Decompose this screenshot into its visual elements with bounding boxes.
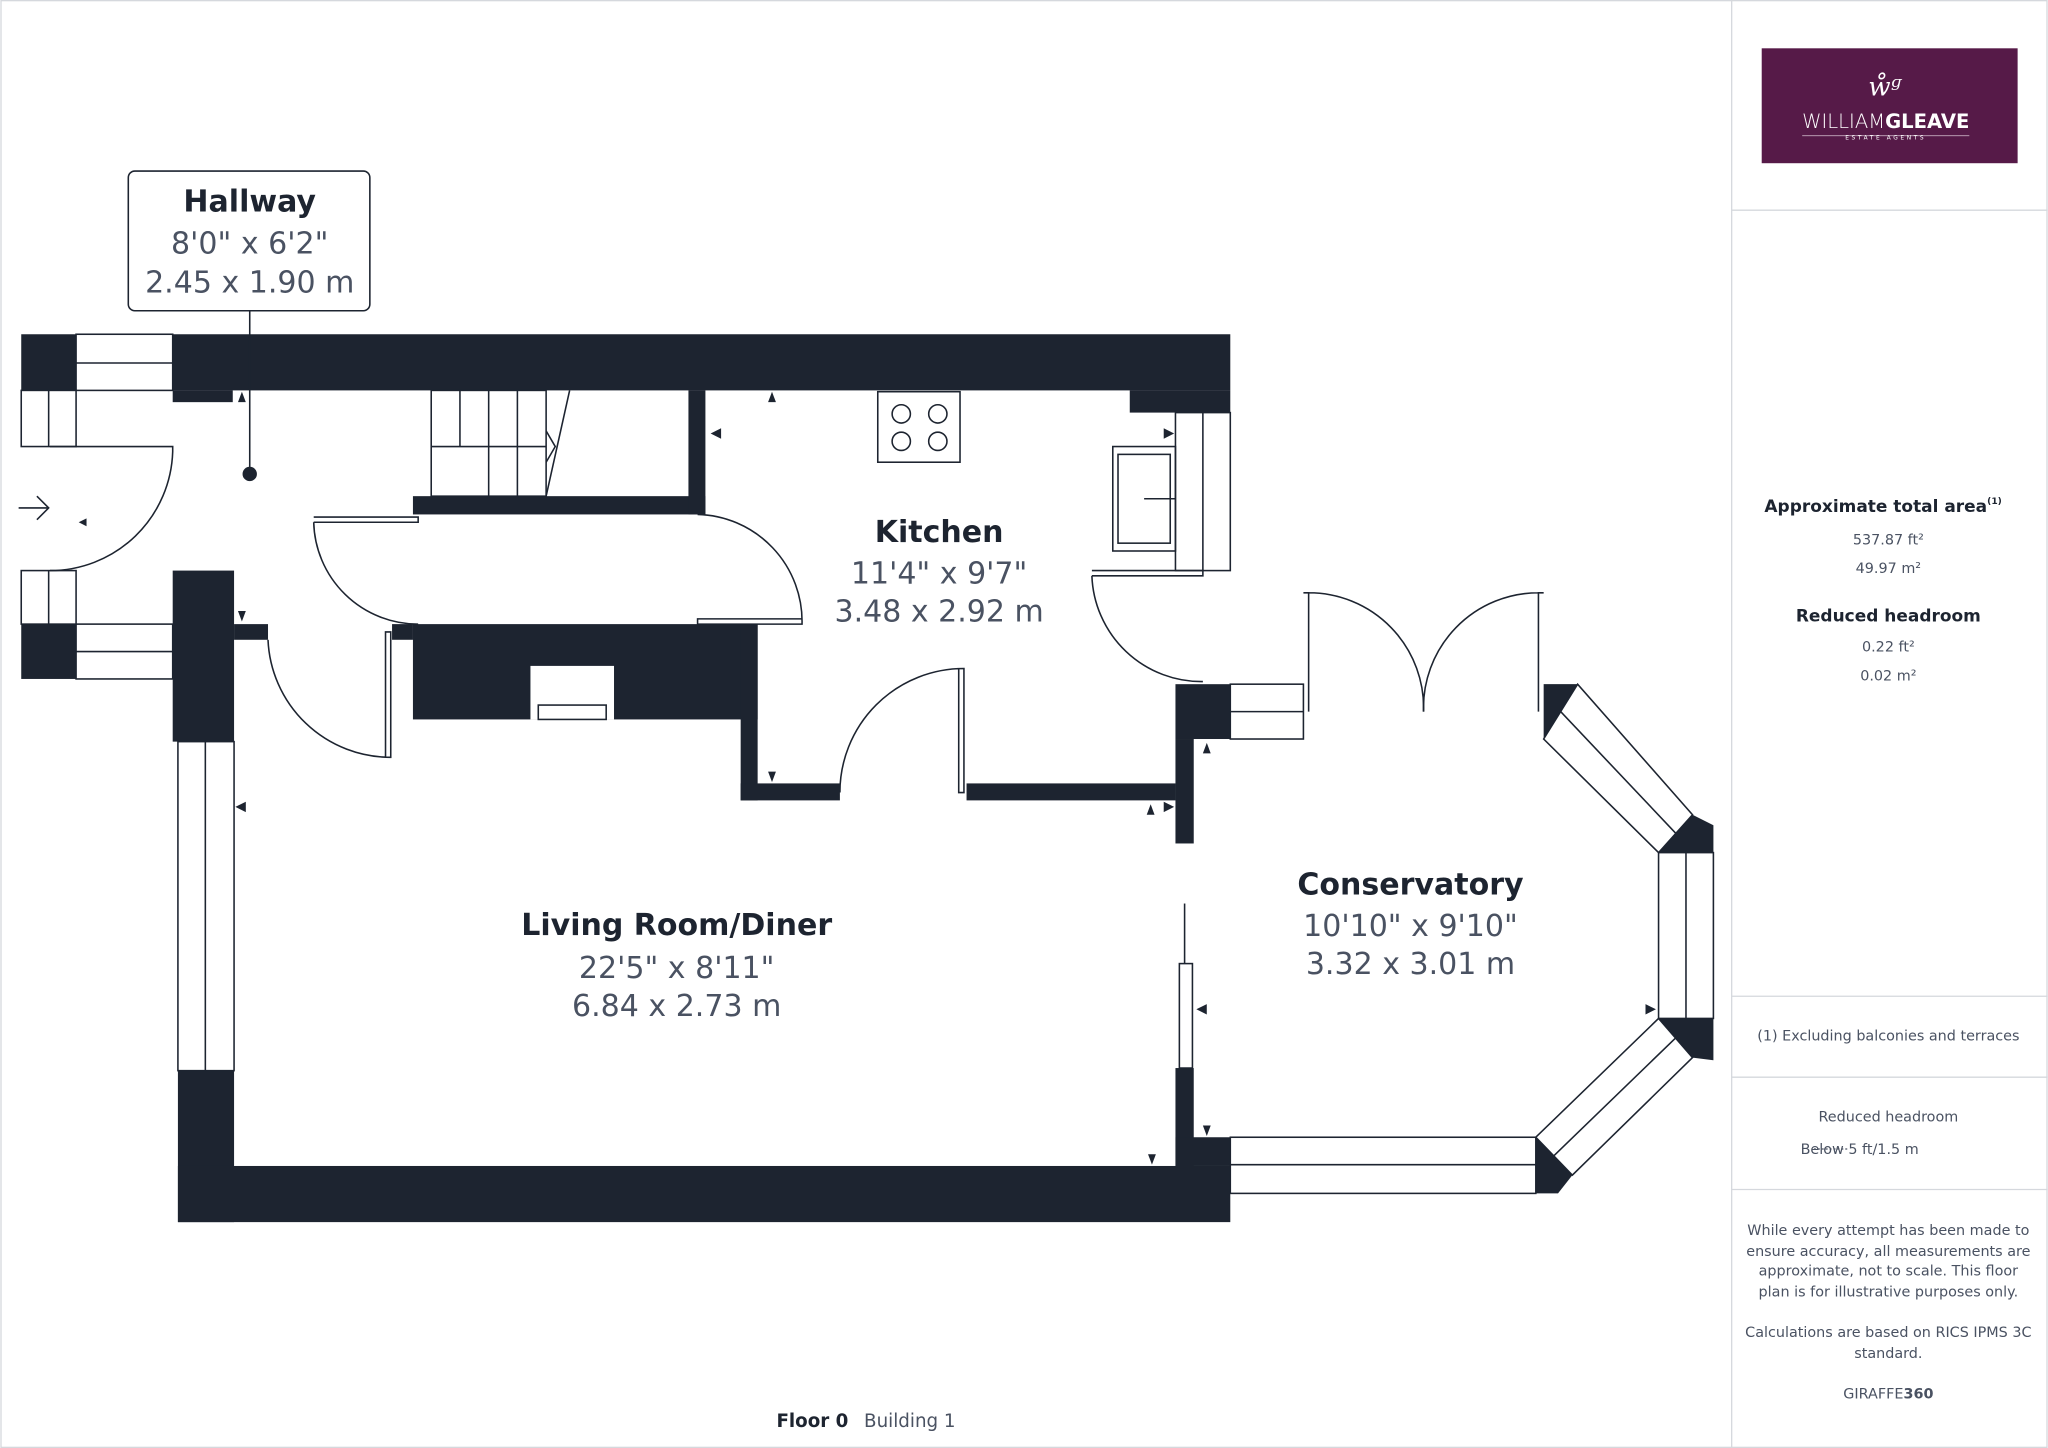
footnote: (1) Excluding balconies and terraces	[1757, 1029, 2019, 1045]
svg-text:WILLIAMGLEAVE: WILLIAMGLEAVE	[1802, 110, 1969, 133]
room-label-hallway: Hallway 8'0" x 6'2" 2.45 x 1.90 m	[127, 170, 371, 482]
svg-text:3.48 x 2.92 m: 3.48 x 2.92 m	[834, 595, 1043, 630]
sidebar: ẘᶢ WILLIAMGLEAVE ESTATE AGENTS Approxima…	[1731, 0, 2048, 1448]
entrance-arrow-icon	[18, 495, 50, 521]
legend-item: Below 5 ft/1.5 m	[1801, 1142, 1919, 1158]
headroom-markers	[78, 391, 1656, 1165]
svg-text:ESTATE AGENTS: ESTATE AGENTS	[1845, 136, 1926, 142]
svg-text:Kitchen: Kitchen	[875, 515, 1004, 550]
total-area-title: Approximate total area(1)	[1764, 497, 2001, 517]
hob-icon	[876, 390, 961, 463]
svg-text:3.32 x 3.01 m: 3.32 x 3.01 m	[1306, 947, 1515, 982]
reduced-headroom-ft: 0.22 ft²	[1862, 640, 1915, 656]
svg-text:Hallway: Hallway	[183, 185, 316, 220]
svg-text:2.45 x 1.90 m: 2.45 x 1.90 m	[145, 265, 354, 300]
svg-text:ẘᶢ: ẘᶢ	[1868, 72, 1903, 102]
calc-line: Calculations are based on RICS IPMS 3C	[1745, 1325, 2031, 1341]
windows	[20, 333, 1715, 1195]
disclaimer-line: While every attempt has been made to	[1747, 1223, 2029, 1239]
doors	[49, 445, 1544, 794]
reduced-headroom-m: 0.02 m²	[1860, 668, 1916, 684]
svg-text:Living Room/Diner: Living Room/Diner	[521, 908, 832, 943]
walls	[21, 334, 1714, 1223]
staircase	[430, 389, 571, 497]
svg-text:11'4" x 9'7": 11'4" x 9'7"	[851, 557, 1027, 592]
disclaimer-line: approximate, not to scale. This floor	[1759, 1264, 2019, 1280]
sink-icon	[1112, 445, 1177, 552]
room-label-living-room: Living Room/Diner 22'5" x 8'11" 6.84 x 2…	[521, 908, 832, 1024]
reduced-headroom-title: Reduced headroom	[1796, 607, 1981, 627]
total-area-ft: 537.87 ft²	[1853, 532, 1924, 548]
svg-text:22'5" x 8'11": 22'5" x 8'11"	[579, 951, 775, 986]
giraffe360-brand: GIRAFFE360	[1843, 1386, 1933, 1402]
disclaimer-line: ensure accuracy, all measurements are	[1746, 1244, 2030, 1260]
disclaimer-line: plan is for illustrative purposes only.	[1759, 1285, 2019, 1301]
svg-text:Conservatory: Conservatory	[1297, 867, 1524, 902]
room-label-conservatory: Conservatory 10'10" x 9'10" 3.32 x 3.01 …	[1297, 867, 1524, 982]
room-label-kitchen: Kitchen 11'4" x 9'7" 3.48 x 2.92 m	[834, 515, 1043, 630]
svg-text:6.84 x 2.73 m: 6.84 x 2.73 m	[572, 989, 781, 1024]
legend-title: Reduced headroom	[1818, 1110, 1958, 1126]
svg-text:8'0" x 6'2": 8'0" x 6'2"	[171, 226, 328, 261]
total-area-m: 49.97 m²	[1856, 561, 1921, 577]
svg-text:10'10" x 9'10": 10'10" x 9'10"	[1303, 909, 1518, 944]
calc-line: standard.	[1854, 1346, 1922, 1362]
company-logo: ẘᶢ WILLIAMGLEAVE ESTATE AGENTS	[1761, 48, 2018, 164]
